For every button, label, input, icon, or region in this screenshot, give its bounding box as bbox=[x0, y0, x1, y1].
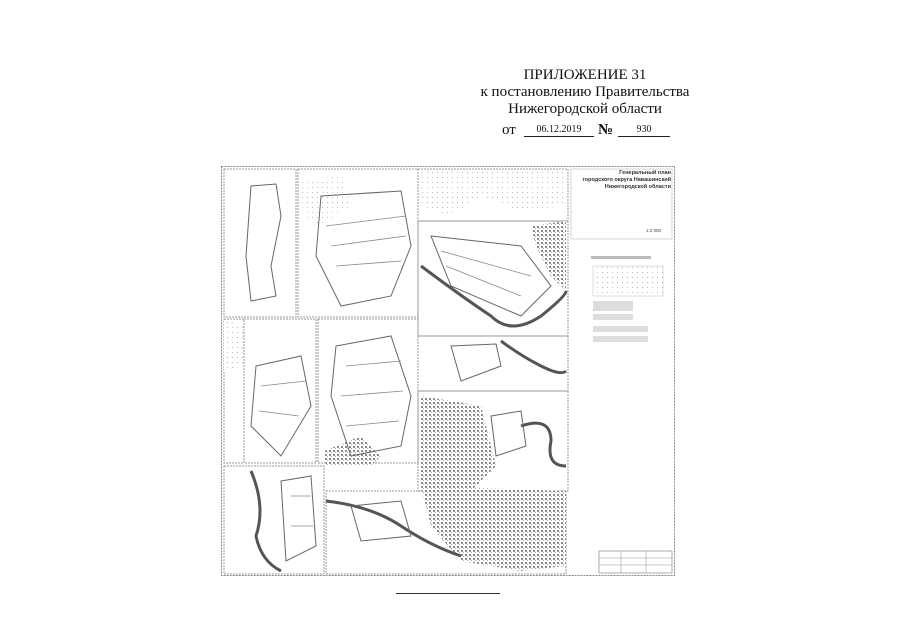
bottom-rule bbox=[396, 593, 500, 594]
map-title-line3: Нижегородской области bbox=[604, 184, 671, 190]
street-lines bbox=[258, 215, 532, 527]
from-label: от bbox=[502, 122, 516, 138]
general-plan-map: Генеральный план городского округа Наваш… bbox=[221, 166, 675, 576]
appendix-region: Нижегородской области bbox=[508, 101, 662, 117]
appendix-header: ПРИЛОЖЕНИЕ 31 к постановлению Правительс… bbox=[470, 67, 700, 118]
map-title-line1: Генеральный план bbox=[619, 170, 671, 176]
decree-date: 06.12.2019 bbox=[524, 124, 594, 137]
settlement-outlines bbox=[245, 183, 552, 562]
map-legend bbox=[570, 168, 673, 342]
river-lines bbox=[249, 264, 568, 573]
map-scale: 1:2 000 bbox=[646, 228, 662, 233]
appendix-title: ПРИЛОЖЕНИЕ 31 bbox=[523, 67, 647, 83]
appendix-subtitle: к постановлению Правительства bbox=[480, 84, 690, 100]
map-title: Генеральный план городского округа Наваш… bbox=[571, 170, 671, 191]
map-frame bbox=[221, 166, 675, 576]
title-stamp bbox=[598, 550, 673, 574]
decree-number: 930 bbox=[618, 124, 670, 137]
map-title-line2: городского округа Навашинский bbox=[582, 177, 671, 183]
number-sign: № bbox=[598, 122, 614, 138]
forest-hatch bbox=[224, 171, 566, 571]
